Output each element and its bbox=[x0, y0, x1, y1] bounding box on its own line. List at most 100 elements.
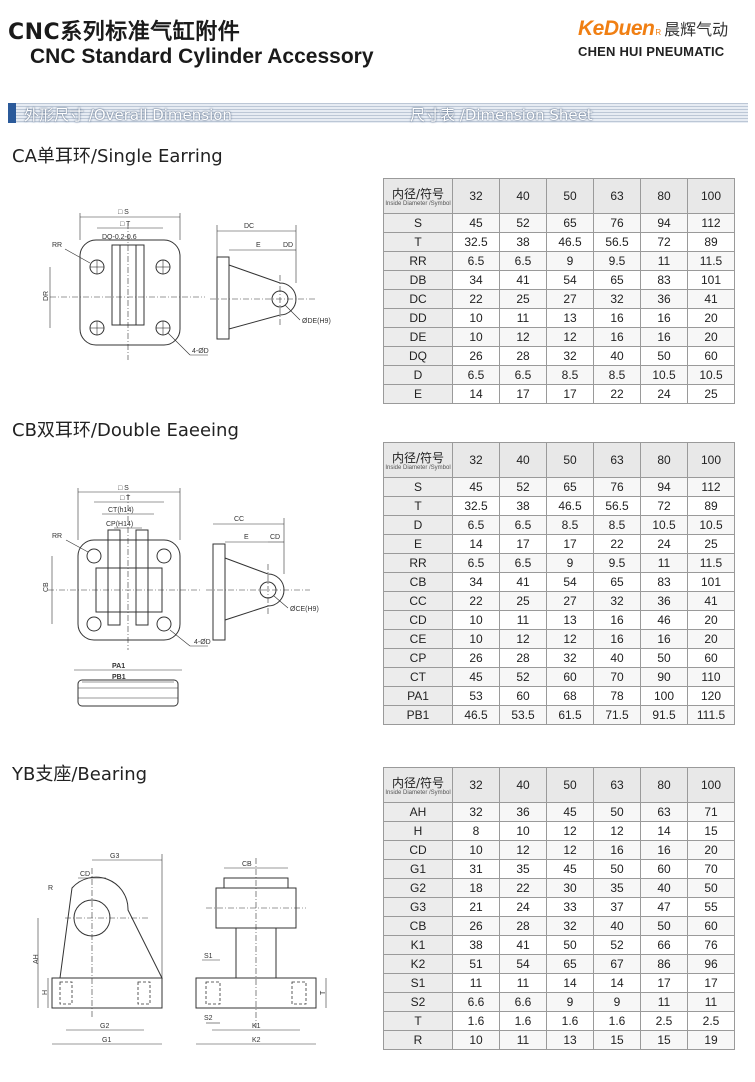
value-cell: 10 bbox=[452, 1030, 500, 1050]
value-cell: 40 bbox=[593, 346, 641, 366]
value-cell: 6.5 bbox=[499, 251, 547, 271]
ca-e-label: E bbox=[256, 242, 261, 249]
value-cell: 16 bbox=[593, 327, 641, 347]
value-cell: 12 bbox=[546, 327, 594, 347]
value-cell: 38 bbox=[499, 232, 547, 252]
value-cell: 90 bbox=[640, 667, 688, 687]
value-cell: 12 bbox=[499, 327, 547, 347]
value-cell: 40 bbox=[593, 648, 641, 668]
value-cell: 26 bbox=[452, 648, 500, 668]
value-cell: 41 bbox=[499, 935, 547, 955]
value-cell: 111.5 bbox=[687, 705, 735, 725]
page-title-cn: CNC系列标准气缸附件 bbox=[8, 20, 241, 45]
value-cell: 37 bbox=[593, 897, 641, 917]
value-cell: 8.5 bbox=[546, 365, 594, 385]
value-cell: 6.6 bbox=[452, 992, 500, 1012]
value-cell: 28 bbox=[499, 648, 547, 668]
bore-header-cell: 100 bbox=[687, 767, 735, 803]
value-cell: 36 bbox=[640, 289, 688, 309]
symbol-cell: H bbox=[383, 821, 453, 841]
value-cell: 50 bbox=[593, 802, 641, 822]
symbol-header-cn: 内径/符号 bbox=[391, 187, 445, 201]
yb-front-base bbox=[195, 977, 317, 1009]
value-cell: 11 bbox=[499, 1030, 547, 1050]
value-cell: 16 bbox=[593, 840, 641, 860]
value-cell: 14 bbox=[452, 384, 500, 404]
value-cell: 60 bbox=[499, 686, 547, 706]
value-cell: 67 bbox=[593, 954, 641, 974]
value-cell: 14 bbox=[452, 534, 500, 554]
value-cell: 26 bbox=[452, 916, 500, 936]
value-cell: 50 bbox=[687, 878, 735, 898]
value-cell: 22 bbox=[452, 289, 500, 309]
value-cell: 76 bbox=[687, 935, 735, 955]
yb-g3-label: G3 bbox=[110, 853, 119, 860]
value-cell: 45 bbox=[452, 477, 500, 497]
value-cell: 45 bbox=[546, 859, 594, 879]
bore-header-cell: 50 bbox=[546, 767, 594, 803]
value-cell: 46 bbox=[640, 610, 688, 630]
value-cell: 35 bbox=[593, 878, 641, 898]
value-cell: 65 bbox=[546, 213, 594, 233]
value-cell: 41 bbox=[499, 572, 547, 592]
value-cell: 18 bbox=[452, 878, 500, 898]
ca-dc-label: DC bbox=[244, 223, 254, 230]
value-cell: 32.5 bbox=[452, 232, 500, 252]
value-cell: 65 bbox=[546, 954, 594, 974]
value-cell: 10 bbox=[452, 308, 500, 328]
value-cell: 55 bbox=[687, 897, 735, 917]
value-cell: 54 bbox=[546, 572, 594, 592]
value-cell: 9 bbox=[546, 251, 594, 271]
yb-g1-label: G1 bbox=[102, 1037, 111, 1044]
cb-bolt-hole bbox=[86, 548, 102, 564]
value-cell: 101 bbox=[687, 572, 735, 592]
value-cell: 1.6 bbox=[546, 1011, 594, 1031]
cb-rr-label: RR bbox=[52, 533, 62, 540]
yb-s1-label: S1 bbox=[204, 953, 213, 960]
value-cell: 2.5 bbox=[640, 1011, 688, 1031]
value-cell: 40 bbox=[593, 916, 641, 936]
value-cell: 47 bbox=[640, 897, 688, 917]
value-cell: 20 bbox=[687, 308, 735, 328]
logo-registered-mark: R bbox=[655, 28, 662, 37]
yb-h-label: H bbox=[42, 990, 49, 995]
value-cell: 32 bbox=[593, 591, 641, 611]
ca-side-ear bbox=[228, 264, 297, 330]
cb-section-title: CB双耳环/Double Eaeeing bbox=[12, 420, 239, 441]
value-cell: 46.5 bbox=[546, 496, 594, 516]
value-cell: 22 bbox=[593, 384, 641, 404]
value-cell: 13 bbox=[546, 610, 594, 630]
value-cell: 32 bbox=[593, 289, 641, 309]
value-cell: 50 bbox=[640, 346, 688, 366]
overall-dimension-label: 外形尺寸 /Overall Dimension bbox=[24, 106, 232, 124]
symbol-cell: T bbox=[383, 1011, 453, 1031]
value-cell: 52 bbox=[499, 477, 547, 497]
value-cell: 91.5 bbox=[640, 705, 688, 725]
value-cell: 34 bbox=[452, 270, 500, 290]
cb-cd-label: CD bbox=[270, 534, 280, 541]
value-cell: 10.5 bbox=[640, 515, 688, 535]
value-cell: 94 bbox=[640, 213, 688, 233]
value-cell: 72 bbox=[640, 496, 688, 516]
value-cell: 40 bbox=[640, 878, 688, 898]
value-cell: 46.5 bbox=[452, 705, 500, 725]
cb-bolt-hole bbox=[156, 616, 172, 632]
value-cell: 66 bbox=[640, 935, 688, 955]
yb-g2-label: G2 bbox=[100, 1023, 109, 1030]
value-cell: 26 bbox=[452, 346, 500, 366]
value-cell: 50 bbox=[546, 935, 594, 955]
value-cell: 8.5 bbox=[593, 365, 641, 385]
value-cell: 10 bbox=[499, 821, 547, 841]
